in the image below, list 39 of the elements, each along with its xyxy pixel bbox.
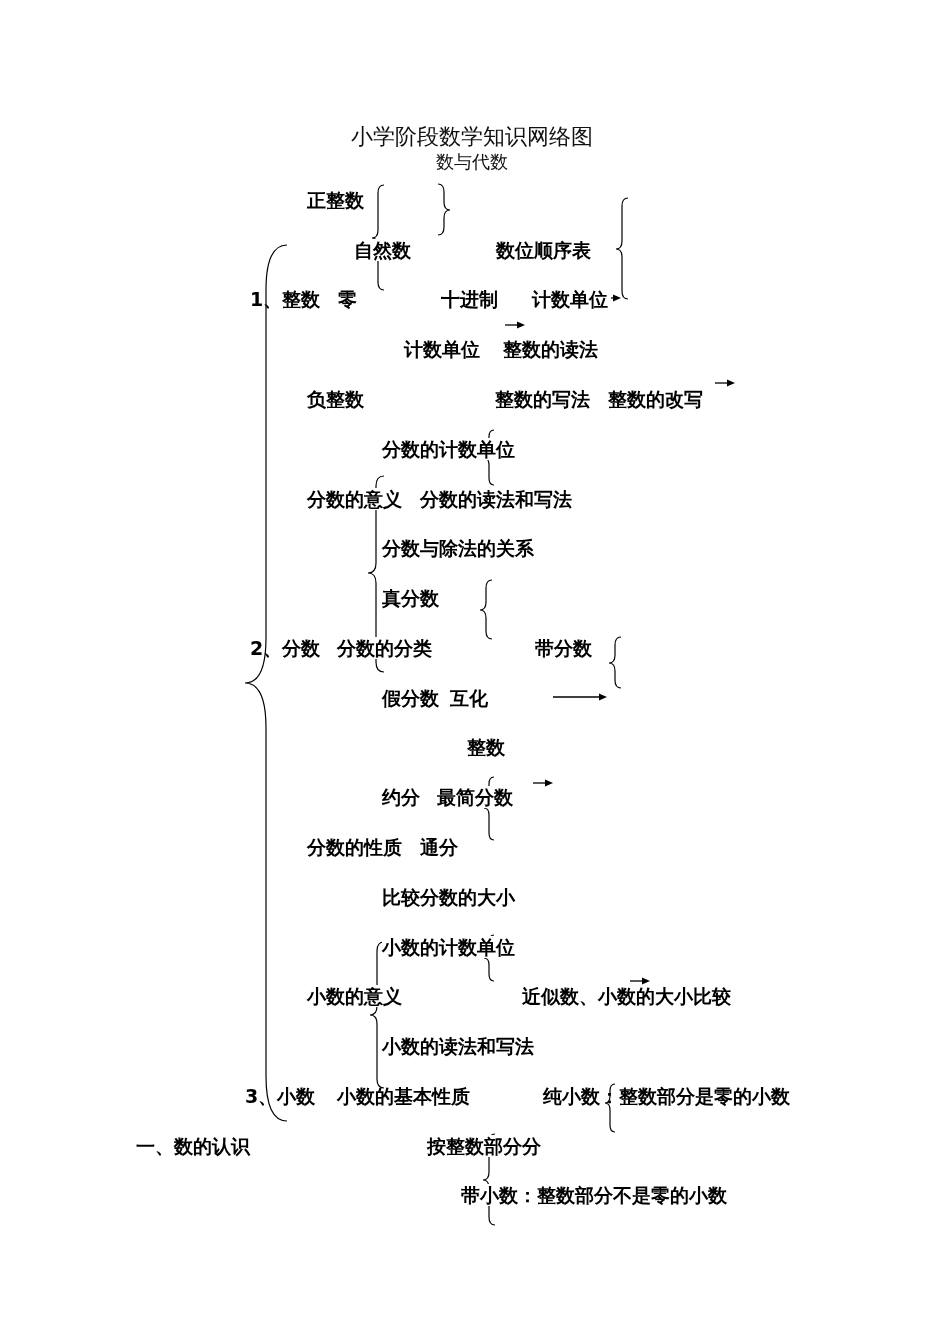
topic-label: 分数的性质 — [307, 836, 402, 858]
topic-label: 一、数的认识 — [136, 1135, 250, 1157]
topic-label: 比较分数的大小 — [382, 886, 515, 908]
topic-label: 零 — [338, 288, 357, 310]
topic-label: 小数的计数单位 — [382, 936, 515, 958]
topic-label: 数位顺序表 — [496, 239, 591, 261]
title: 小学阶段数学知识网络图 — [351, 124, 593, 150]
topic-label: 约分 — [382, 786, 420, 808]
topic-label: 负整数 — [307, 388, 364, 410]
topic-label: 分数的意义 — [307, 488, 402, 510]
topic-label: 3、小数 — [245, 1085, 316, 1107]
topic-label: 带分数 — [535, 637, 592, 659]
topic-label: 整数的读法 — [503, 338, 598, 360]
topic-label: 最简分数 — [437, 786, 513, 808]
topic-label: 按整数部分分 — [427, 1135, 541, 1157]
topic-label: 近似数、小数的大小比较 — [522, 985, 731, 1007]
topic-label: 计数单位 — [404, 338, 480, 360]
topic-label: 整数的改写 — [608, 388, 703, 410]
topic-label: 小数的意义 — [307, 985, 402, 1007]
topic-label: 分数的计数单位 — [382, 438, 515, 460]
topic-label: 十进制 — [441, 288, 498, 310]
topic-label: 分数与除法的关系 — [382, 537, 534, 559]
topic-label: 分数的读法和写法 — [420, 488, 572, 510]
topic-label: 通分 — [420, 836, 458, 858]
topic-label: 分数的分类 — [337, 637, 432, 659]
topic-label: 互化 — [450, 687, 488, 709]
topic-label: 整数 — [467, 736, 505, 758]
topic-label: 自然数 — [354, 239, 411, 261]
topic-label: 整数的写法 — [495, 388, 590, 410]
topic-label: 2、分数 — [250, 637, 321, 659]
topic-label: 小数的基本性质 — [337, 1085, 470, 1107]
topic-label: 假分数 — [382, 687, 439, 709]
topic-label: 1、整数 — [250, 288, 321, 310]
topic-label: 小数的读法和写法 — [382, 1035, 534, 1057]
topic-label: 真分数 — [382, 587, 439, 609]
topic-label: 正整数 — [307, 189, 364, 211]
topic-label: 带小数：整数部分不是零的小数 — [461, 1184, 727, 1206]
subtitle: 数与代数 — [436, 151, 508, 173]
topic-label: 计数单位 — [532, 288, 608, 310]
